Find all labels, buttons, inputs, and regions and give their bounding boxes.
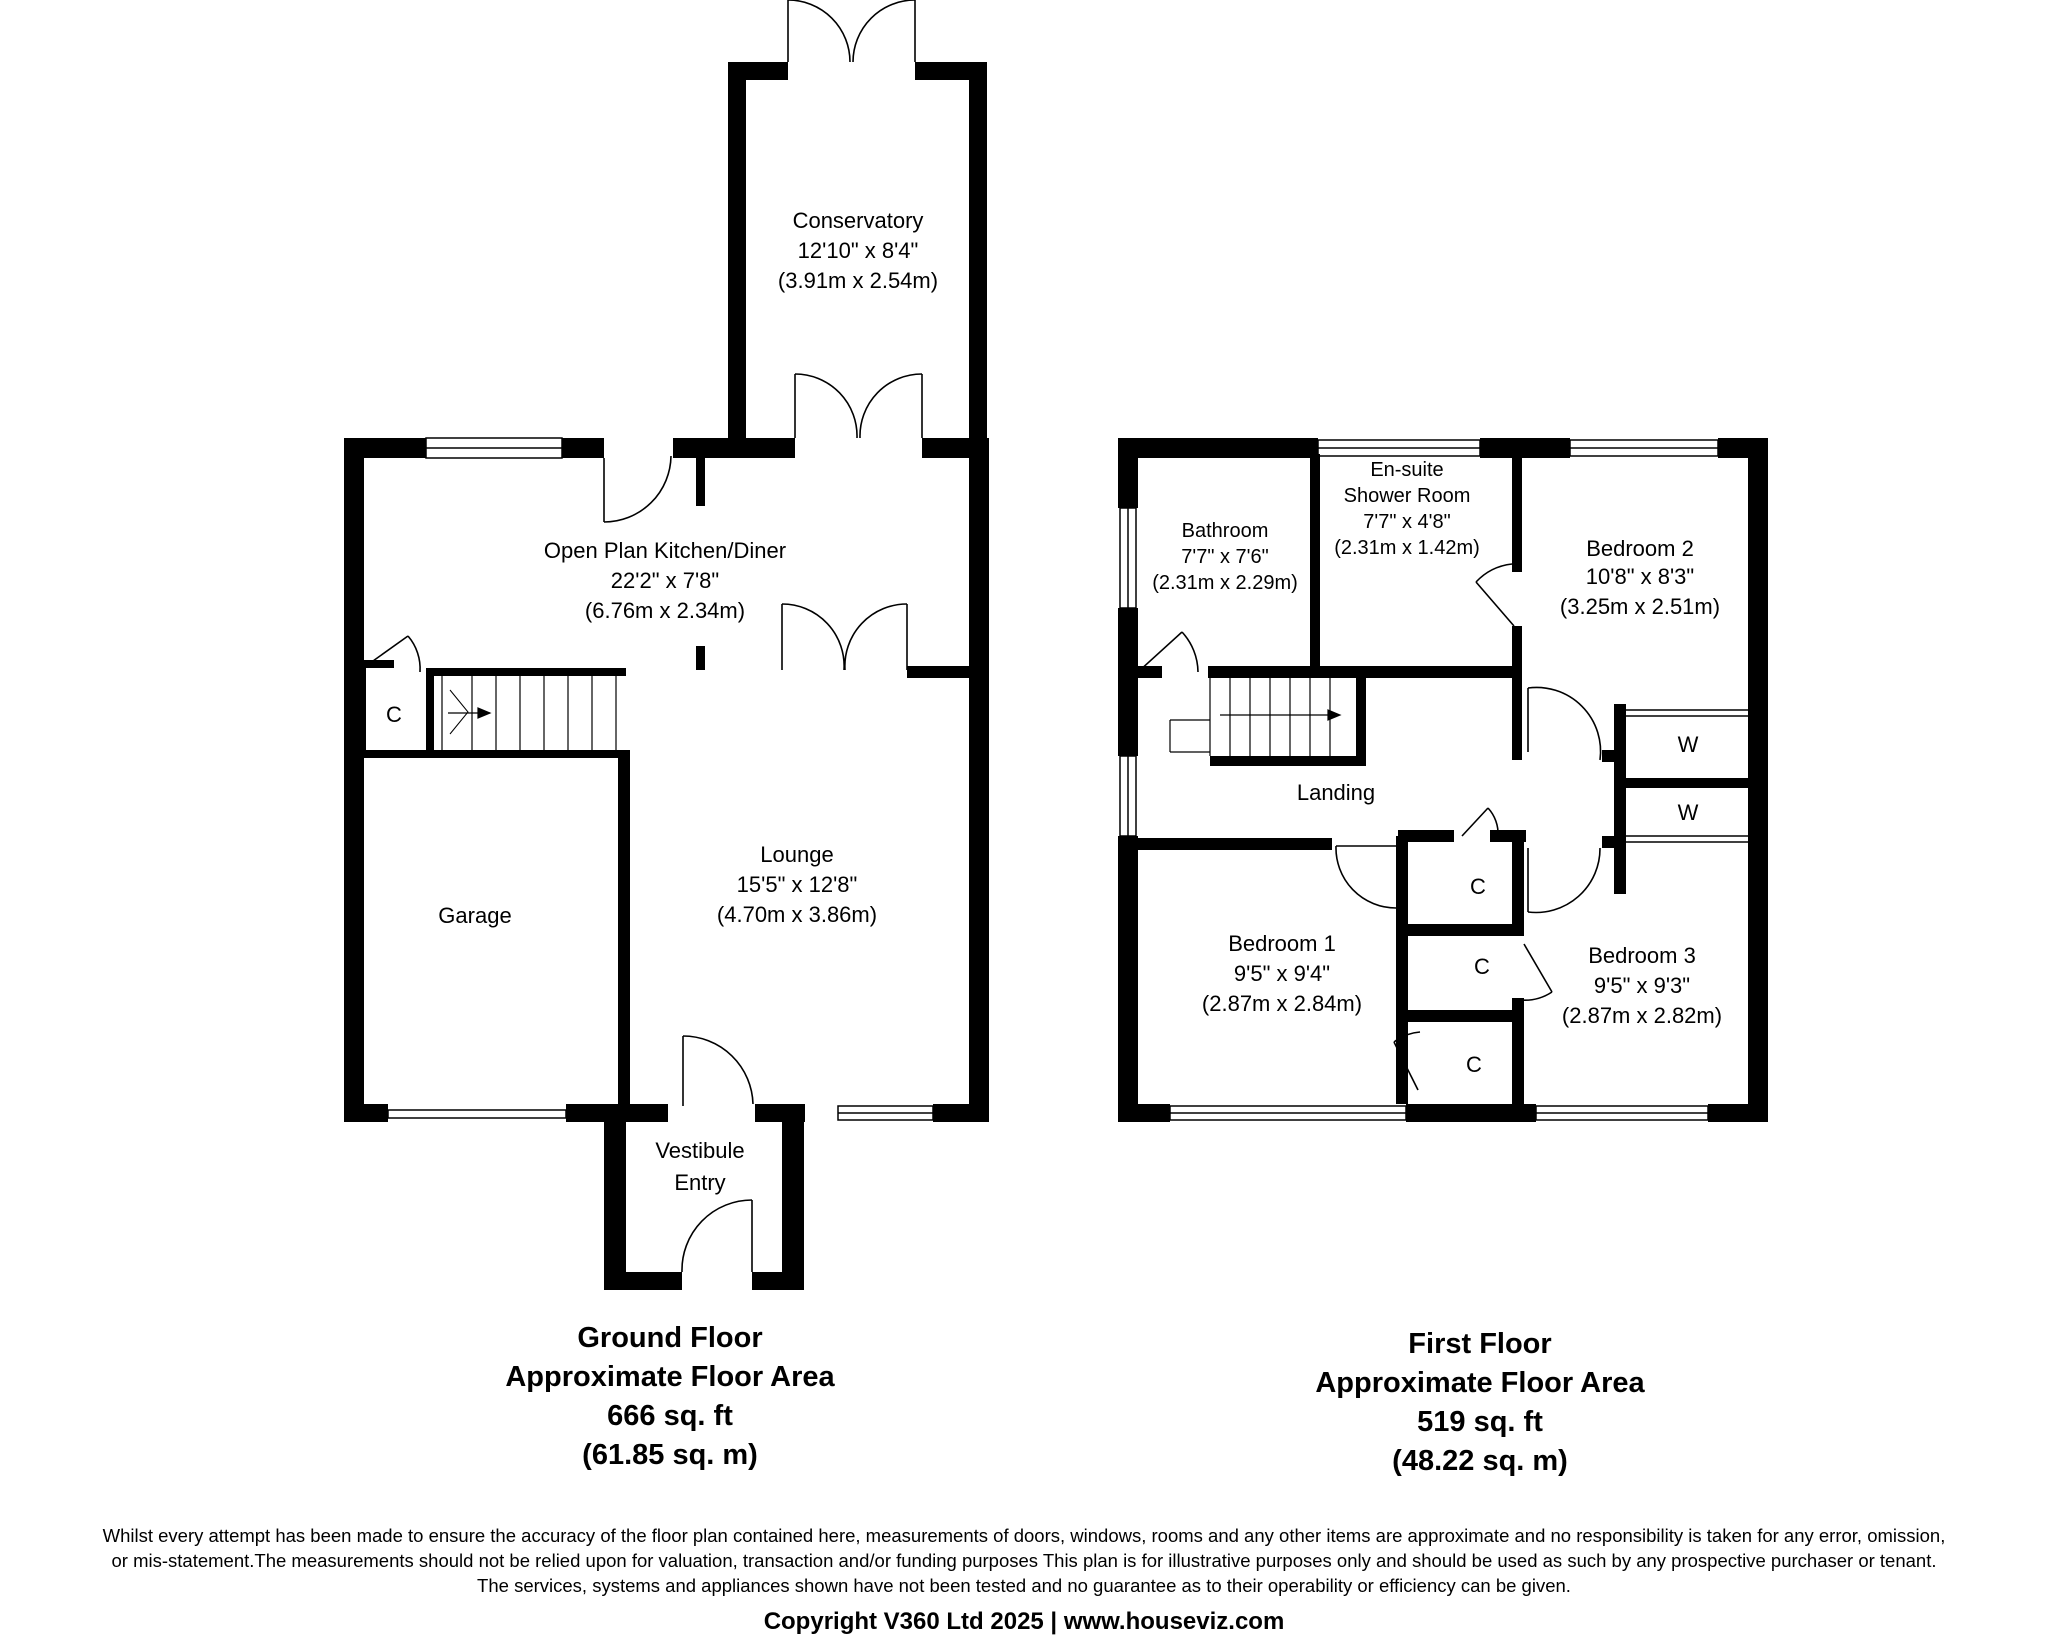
ground-floor-title: Ground Floor bbox=[577, 1322, 762, 1354]
bedroom2-metric: (3.25m x 2.51m) bbox=[1560, 594, 1720, 619]
first-floor-walls bbox=[1118, 438, 1768, 1122]
ensuite-metric: (2.31m x 1.42m) bbox=[1334, 537, 1480, 559]
ground-floor-plan: Conservatory 12'10" x 8'4" (3.91m x 2.54… bbox=[344, 0, 989, 1471]
first-floor-doors bbox=[1137, 563, 1602, 1091]
disclaimer: Whilst every attempt has been made to en… bbox=[0, 1523, 2048, 1598]
ground-floor-windows bbox=[387, 437, 934, 1121]
ground-floor-caption: Ground Floor Approximate Floor Area 666 … bbox=[505, 1322, 835, 1471]
bedroom2-name: Bedroom 2 bbox=[1586, 536, 1694, 561]
copyright-notice: Copyright V360 Ltd 2025 | www.houseviz.c… bbox=[763, 1608, 1285, 1635]
first-floor-windows bbox=[1119, 439, 1748, 1121]
bedroom2-imperial: 10'8" x 8'3" bbox=[1586, 564, 1694, 589]
ensuite-imperial: 7'7" x 4'8" bbox=[1363, 511, 1450, 533]
cupboard1-label: C bbox=[1470, 874, 1486, 899]
vestibule-line1: Vestibule bbox=[655, 1138, 744, 1163]
kitchen-name: Open Plan Kitchen/Diner bbox=[544, 538, 786, 563]
landing-name: Landing bbox=[1297, 780, 1375, 805]
kitchen-imperial: 22'2" x 7'8" bbox=[611, 568, 719, 593]
disclaimer-line-3: The services, systems and appliances sho… bbox=[477, 1575, 1571, 1596]
ground-floor-labels: Conservatory 12'10" x 8'4" (3.91m x 2.54… bbox=[386, 208, 938, 1195]
first-floor-area-sqm: (48.22 sq. m) bbox=[1392, 1445, 1568, 1477]
bedroom1-name: Bedroom 1 bbox=[1228, 931, 1336, 956]
floor-plan: Conservatory 12'10" x 8'4" (3.91m x 2.54… bbox=[344, 0, 1768, 1477]
disclaimer-line-1: Whilst every attempt has been made to en… bbox=[102, 1525, 1946, 1546]
ground-cupboard-label: C bbox=[386, 702, 402, 727]
garage-name: Garage bbox=[438, 903, 511, 928]
lounge-name: Lounge bbox=[760, 842, 833, 867]
wardrobe1-label: W bbox=[1678, 732, 1699, 757]
ground-floor-walls bbox=[344, 62, 989, 1290]
bedroom3-name: Bedroom 3 bbox=[1588, 943, 1696, 968]
ground-floor-doors bbox=[365, 0, 923, 1273]
bathroom-imperial: 7'7" x 7'6" bbox=[1181, 546, 1268, 568]
first-floor-area-label: Approximate Floor Area bbox=[1315, 1367, 1645, 1399]
conservatory-name: Conservatory bbox=[793, 208, 924, 233]
first-floor-labels: Bathroom 7'7" x 7'6" (2.31m x 2.29m) En-… bbox=[1152, 459, 1722, 1077]
conservatory-metric: (3.91m x 2.54m) bbox=[778, 268, 938, 293]
first-floor-title: First Floor bbox=[1408, 1328, 1551, 1360]
first-floor-stairs bbox=[1169, 678, 1342, 756]
cupboard2-label: C bbox=[1474, 954, 1490, 979]
lounge-imperial: 15'5" x 12'8" bbox=[737, 872, 858, 897]
bedroom1-imperial: 9'5" x 9'4" bbox=[1234, 961, 1330, 986]
wardrobe2-label: W bbox=[1678, 800, 1699, 825]
bathroom-name: Bathroom bbox=[1182, 520, 1269, 542]
bedroom1-metric: (2.87m x 2.84m) bbox=[1202, 991, 1362, 1016]
ground-floor-area-sqft: 666 sq. ft bbox=[607, 1400, 733, 1432]
conservatory-imperial: 12'10" x 8'4" bbox=[798, 238, 919, 263]
ground-floor-area-sqm: (61.85 sq. m) bbox=[582, 1439, 758, 1471]
ensuite-line1: En-suite bbox=[1370, 459, 1443, 481]
vestibule-line2: Entry bbox=[674, 1170, 725, 1195]
bedroom3-imperial: 9'5" x 9'3" bbox=[1594, 973, 1690, 998]
lounge-metric: (4.70m x 3.86m) bbox=[717, 902, 877, 927]
kitchen-metric: (6.76m x 2.34m) bbox=[585, 598, 745, 623]
bedroom3-metric: (2.87m x 2.82m) bbox=[1562, 1003, 1722, 1028]
first-floor-plan: Bathroom 7'7" x 7'6" (2.31m x 2.29m) En-… bbox=[1118, 438, 1768, 1477]
first-floor-area-sqft: 519 sq. ft bbox=[1417, 1406, 1543, 1438]
ground-floor-stairs bbox=[441, 676, 617, 750]
bathroom-metric: (2.31m x 2.29m) bbox=[1152, 572, 1298, 594]
ground-floor-area-label: Approximate Floor Area bbox=[505, 1361, 835, 1393]
first-floor-caption: First Floor Approximate Floor Area 519 s… bbox=[1315, 1328, 1645, 1477]
cupboard3-label: C bbox=[1466, 1052, 1482, 1077]
disclaimer-line-2: or mis-statement.The measurements should… bbox=[111, 1550, 1937, 1571]
ensuite-line2: Shower Room bbox=[1344, 485, 1471, 507]
